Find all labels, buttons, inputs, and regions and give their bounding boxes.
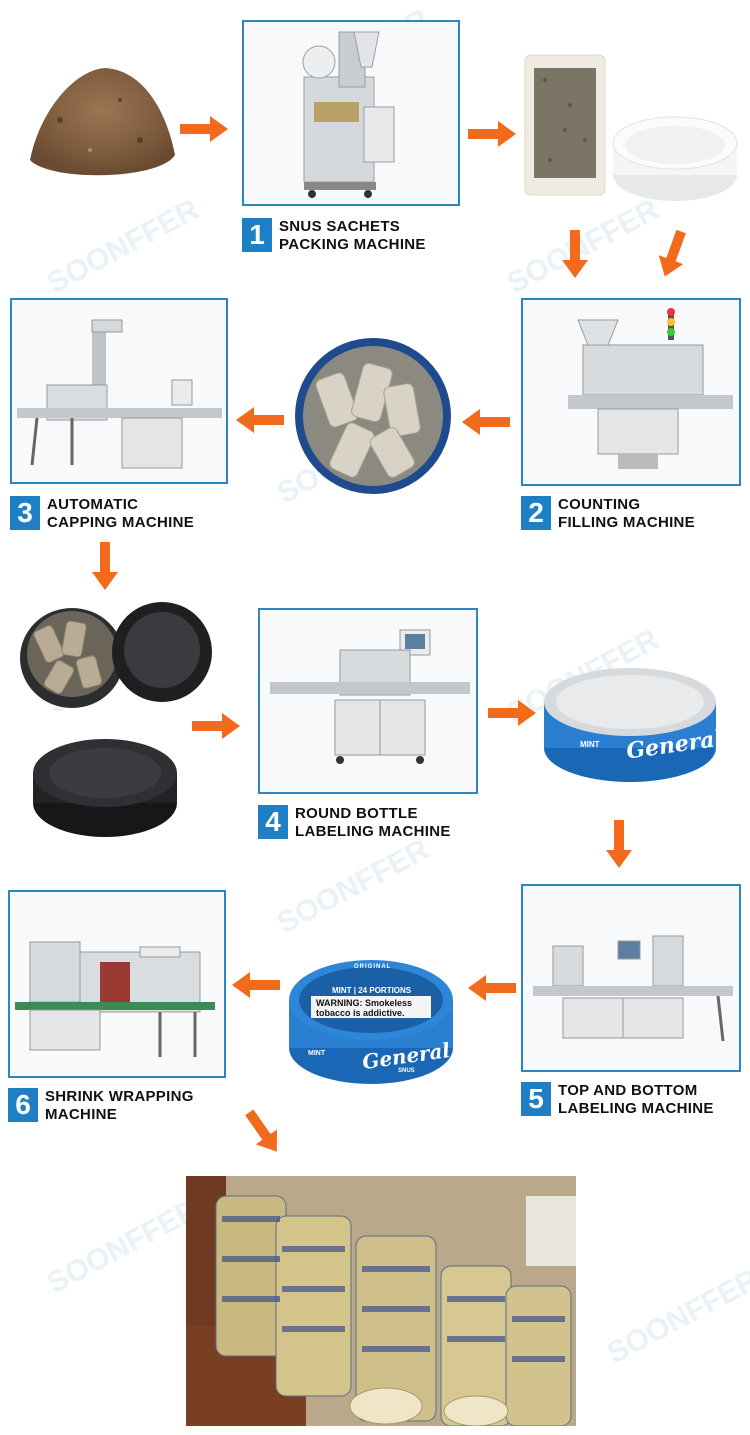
arrow-right-icon <box>180 116 228 142</box>
watermark: SOONFFER <box>601 1262 750 1371</box>
step-title-line: SNUS SACHETS <box>279 218 401 235</box>
arrow-down-icon <box>92 542 118 590</box>
step-title-line: PACKING MACHINE <box>279 236 426 253</box>
step6-machine-image <box>8 890 226 1078</box>
tobacco-powder-image <box>30 68 175 176</box>
arrow-down-icon <box>606 820 632 868</box>
snus-sachet-image <box>524 54 606 196</box>
tin-original-text: ORIGINAL <box>354 964 392 970</box>
step-number-badge: 5 <box>521 1082 551 1116</box>
filled-tin-image <box>295 338 451 494</box>
step-number-badge: 6 <box>8 1088 38 1122</box>
tin-warning-line: WARNING: Smokeless <box>316 998 413 1008</box>
watermark: SOONFFER <box>41 192 205 301</box>
watermark: SOONFFER <box>271 832 435 941</box>
step2-machine-image <box>521 298 741 486</box>
arrow-left-icon <box>236 407 284 433</box>
arrow-right-icon <box>192 713 240 739</box>
arrow-down-icon <box>562 230 588 278</box>
open-black-tin-image <box>20 602 212 708</box>
step-title-line: LABELING MACHINE <box>295 823 451 840</box>
top-labeled-tin-image: ORIGINAL MINT | 24 PORTIONS WARNING: Smo… <box>286 948 456 1088</box>
step-title-line: COUNTING <box>558 496 641 513</box>
arrow-down-icon <box>245 1109 278 1152</box>
arrow-right-icon <box>488 700 536 726</box>
arrow-left-icon <box>468 975 516 1001</box>
shrink-wrapped-rolls-photo <box>186 1176 576 1426</box>
tin-warning-line: tobacco is addictive. <box>316 1008 405 1018</box>
step4-machine-image <box>258 608 478 794</box>
watermark: SOONFFER <box>41 1192 205 1301</box>
step-number-badge: 3 <box>10 496 40 530</box>
step5-machine-image <box>521 884 741 1072</box>
step-title-line: AUTOMATIC <box>47 496 139 513</box>
step-title-line: CAPPING MACHINE <box>47 514 195 531</box>
tin-brand-sub-text: SNUS <box>398 1068 415 1074</box>
step-number-badge: 2 <box>521 496 551 530</box>
step-title-line: MACHINE <box>45 1106 118 1123</box>
step-title-line: SHRINK WRAPPING <box>45 1088 194 1105</box>
step-title-line: FILLING MACHINE <box>558 514 695 531</box>
empty-tin-image <box>612 116 738 201</box>
step1-machine-image <box>242 20 460 206</box>
step-title-line: TOP AND BOTTOM <box>558 1082 698 1099</box>
tin-top-band-text: MINT | 24 PORTIONS <box>332 986 412 995</box>
step-number-badge: 4 <box>258 805 288 839</box>
step-title-line: LABELING MACHINE <box>558 1100 714 1117</box>
step-title-line: ROUND BOTTLE <box>295 805 418 822</box>
arrow-right-icon <box>468 121 516 147</box>
tin-warning-text: WARNING: Smokeless tobacco is addictive. <box>316 998 412 1018</box>
tin-flavor-text: MINT <box>580 740 600 749</box>
arrow-down-icon <box>658 229 686 277</box>
arrow-left-icon <box>462 409 510 435</box>
arrow-left-icon <box>232 972 280 998</box>
tin-flavor-text: MINT <box>308 1050 326 1057</box>
closed-black-tin-image <box>33 739 177 837</box>
labeled-tin-image: MINT General <box>540 660 724 785</box>
step3-machine-image <box>10 298 228 484</box>
step-number-badge: 1 <box>242 218 272 252</box>
